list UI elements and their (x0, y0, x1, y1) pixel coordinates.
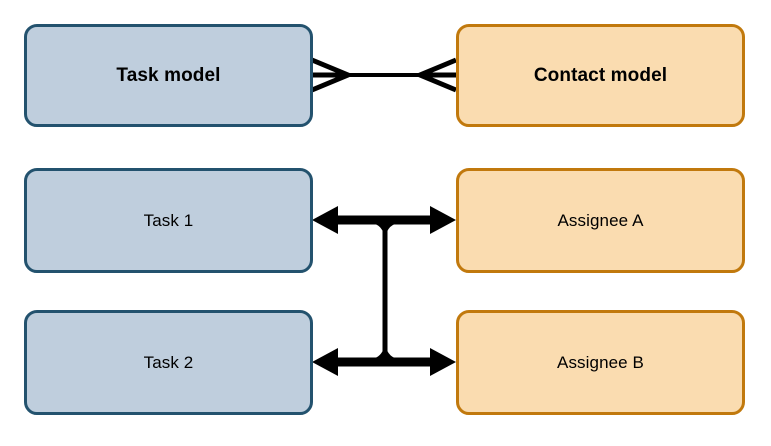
node-label: Task model (116, 64, 221, 86)
node-label: Task 2 (143, 352, 194, 372)
node-task-1[interactable]: Task 1 (24, 168, 313, 273)
node-label: Assignee A (557, 210, 644, 230)
arrowhead-left-icon (312, 348, 338, 376)
crows-foot-left-icon (311, 57, 355, 93)
node-assignee-a[interactable]: Assignee A (456, 168, 745, 273)
node-label: Assignee B (557, 352, 644, 372)
node-assignee-b[interactable]: Assignee B (456, 310, 745, 415)
connector-instance-join (369, 220, 401, 362)
connector-model-relationship (311, 57, 457, 93)
connector-task2-assignee-b (312, 348, 456, 376)
node-label: Contact model (533, 64, 668, 86)
node-label: Task 1 (143, 210, 194, 230)
tee-fillet-top-icon (369, 223, 401, 238)
connector-task1-assignee-a (312, 206, 456, 234)
node-task-2[interactable]: Task 2 (24, 310, 313, 415)
tee-fillet-bottom-icon (369, 344, 401, 359)
arrowhead-right-icon (430, 348, 456, 376)
node-task-model[interactable]: Task model (24, 24, 313, 127)
arrowhead-left-icon (312, 206, 338, 234)
crows-foot-right-icon (413, 57, 457, 93)
arrowhead-right-icon (430, 206, 456, 234)
node-contact-model[interactable]: Contact model (456, 24, 745, 127)
